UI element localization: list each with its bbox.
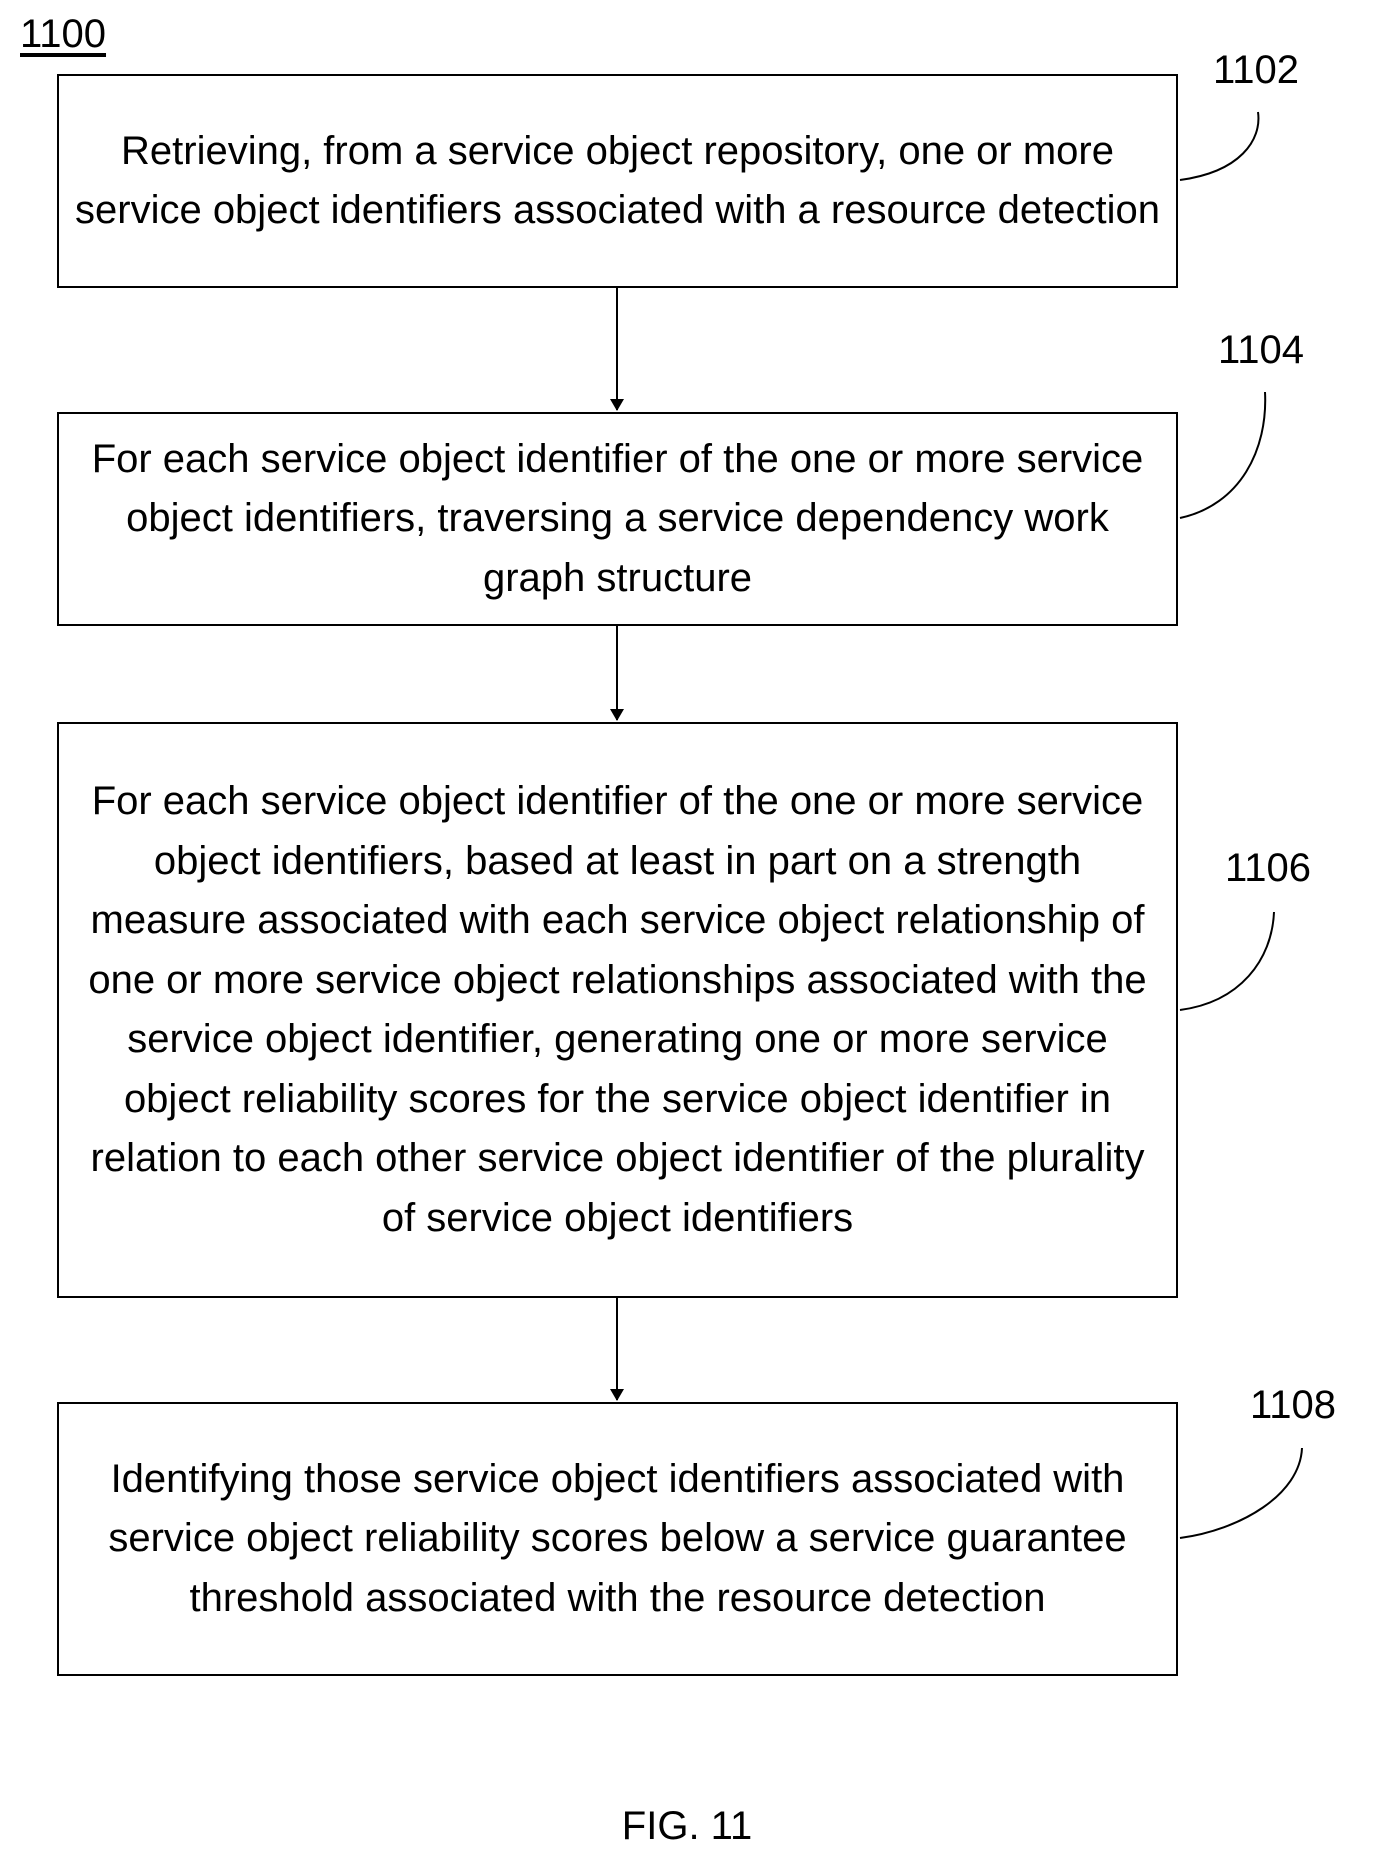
step-text-1106: For each service object identifier of th… — [75, 772, 1160, 1248]
ref-label-1104: 1104 — [1218, 330, 1304, 370]
ref-label-1106: 1106 — [1225, 848, 1311, 888]
leader-line-1104 — [1180, 392, 1265, 518]
step-text-1102: Retrieving, from a service object reposi… — [75, 122, 1160, 241]
ref-label-1108: 1108 — [1250, 1385, 1336, 1425]
figure-caption: FIG. 11 — [0, 1806, 1374, 1846]
leader-line-1102 — [1180, 112, 1258, 180]
step-text-1108: Identifying those service object identif… — [75, 1450, 1160, 1629]
leader-line-1108 — [1180, 1448, 1302, 1538]
step-box-1106: For each service object identifier of th… — [57, 722, 1178, 1298]
step-box-1104: For each service object identifier of th… — [57, 412, 1178, 626]
ref-label-1102: 1102 — [1213, 50, 1299, 90]
step-text-1104: For each service object identifier of th… — [75, 430, 1160, 609]
leader-line-1106 — [1180, 912, 1274, 1010]
step-box-1102: Retrieving, from a service object reposi… — [57, 74, 1178, 288]
step-box-1108: Identifying those service object identif… — [57, 1402, 1178, 1676]
